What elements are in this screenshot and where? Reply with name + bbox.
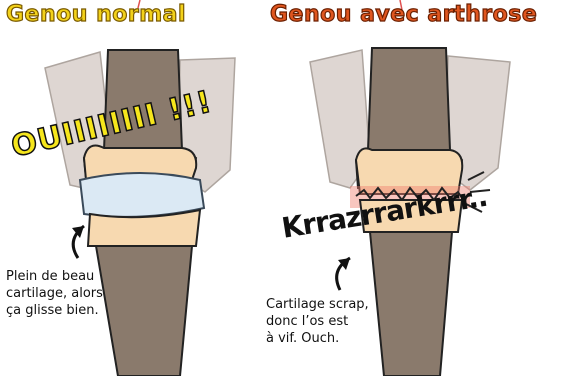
left-cartilage: [80, 173, 204, 217]
title-normal-knee: Genou normal: [6, 2, 186, 27]
caption-arthritic-knee: Cartilage scrap, donc l’os est à vif. Ou…: [266, 296, 426, 347]
title-arthritic-knee: Genou avec arthrose: [270, 2, 537, 27]
caption-normal-knee: Plein de beau cartilage, alors ça glisse…: [6, 268, 166, 319]
